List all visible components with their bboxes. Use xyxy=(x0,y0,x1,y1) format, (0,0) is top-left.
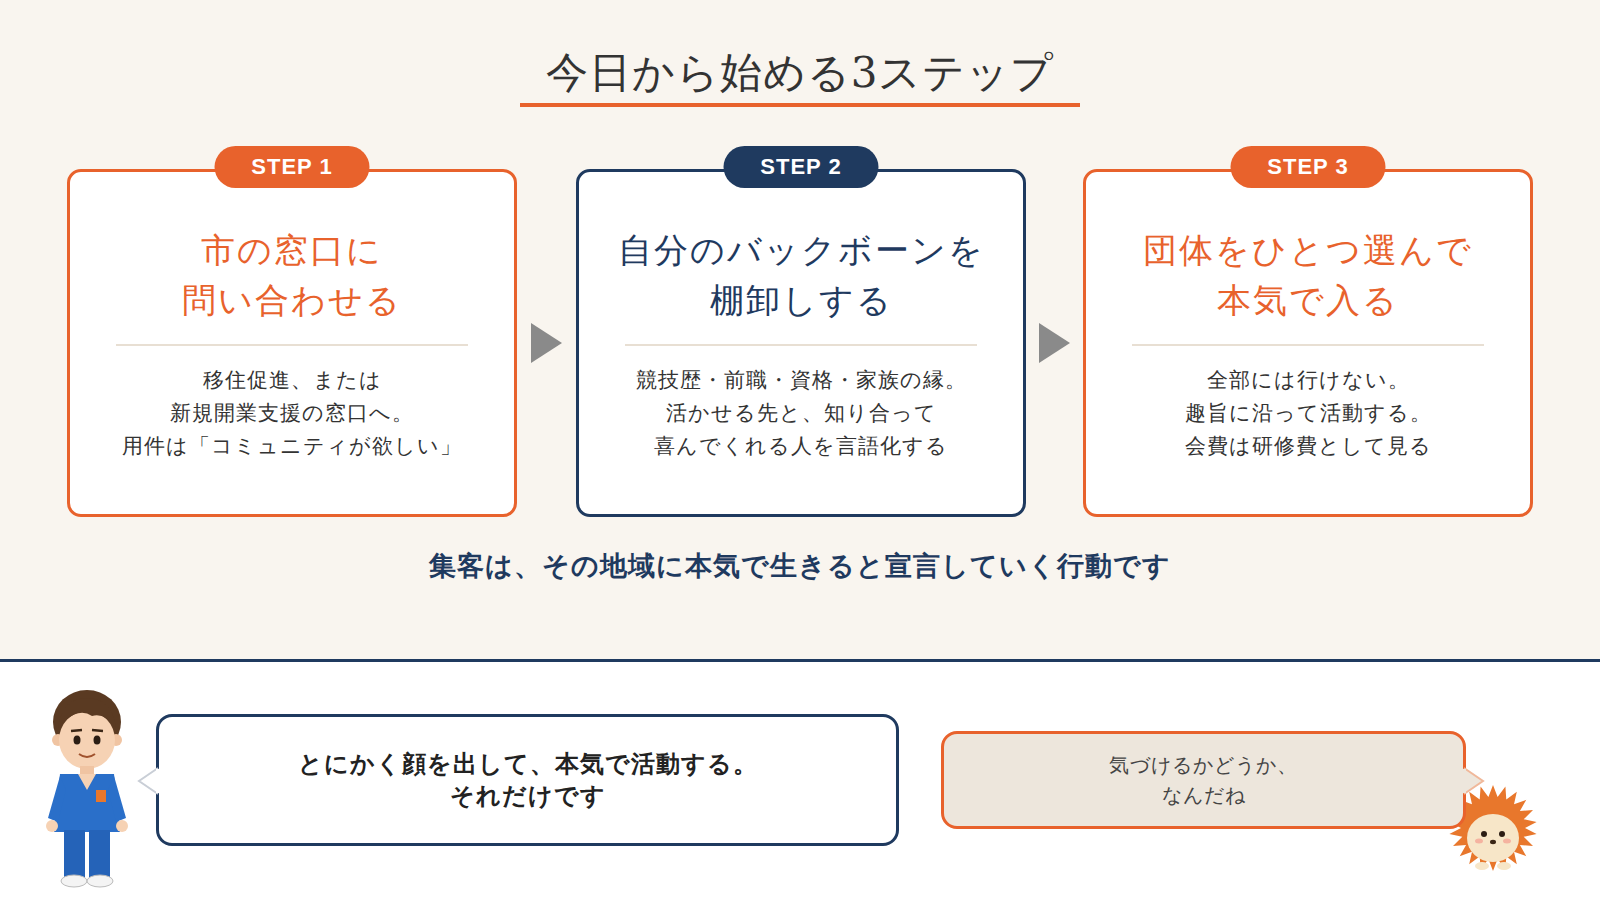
step-body: 移住促進、または 新規開業支援の窓口へ。 用件は「コミュニティが欲しい」 xyxy=(70,364,514,463)
cheek xyxy=(1503,839,1511,844)
doctor-character xyxy=(46,690,128,887)
step-box: STEP 2自分のバックボーンを 棚卸しする競技歴・前職・資格・家族の縁。 活か… xyxy=(576,169,1026,517)
step-badge: STEP 1 xyxy=(215,146,370,188)
foot xyxy=(1475,862,1489,870)
step-arrow xyxy=(517,323,576,363)
eye xyxy=(1481,831,1487,837)
connector-line xyxy=(517,342,576,345)
scrub-neck xyxy=(78,774,96,790)
title-underline xyxy=(520,103,1080,107)
arrow-head xyxy=(531,323,562,363)
shoe xyxy=(87,875,113,887)
hand xyxy=(46,820,58,832)
bubble-text: とにかく顔を出して、本気で活動する。 それだけです xyxy=(159,748,896,812)
step-body: 全部には行けない。 趣旨に沿って活動する。 会費は研修費として見る xyxy=(1086,364,1530,463)
section-divider xyxy=(0,659,1600,662)
heading-divider xyxy=(1132,344,1484,346)
neck xyxy=(80,766,94,774)
pocket-badge xyxy=(96,790,106,802)
speech-bubble: 気づけるかどうか、 なんだね xyxy=(941,731,1466,829)
bubble-text: 気づけるかどうか、 なんだね xyxy=(944,750,1463,810)
step-badge: STEP 2 xyxy=(724,146,879,188)
nose xyxy=(1490,840,1496,844)
shoe xyxy=(61,875,87,887)
hand xyxy=(116,820,128,832)
smile xyxy=(79,754,95,757)
eye xyxy=(1499,831,1505,837)
face xyxy=(59,711,115,769)
cheek xyxy=(1475,839,1483,844)
connector-line xyxy=(1026,342,1083,345)
step-heading: 自分のバックボーンを 棚卸しする xyxy=(579,225,1023,325)
step-heading: 市の窓口に 問い合わせる xyxy=(70,225,514,325)
heading-divider xyxy=(625,344,977,346)
step-box: STEP 3団体をひとつ選んで 本気で入る全部には行けない。 趣旨に沿って活動す… xyxy=(1083,169,1533,517)
speech-bubble: とにかく顔を出して、本気で活動する。 それだけです xyxy=(156,714,899,846)
eye xyxy=(74,736,81,745)
speech-tail xyxy=(1464,768,1483,794)
step-badge: STEP 3 xyxy=(1231,146,1386,188)
scrub-top xyxy=(54,774,120,832)
hedgehog-face xyxy=(1467,814,1519,862)
step-heading: 団体をひとつ選んで 本気で入る xyxy=(1086,225,1530,325)
foot xyxy=(1497,862,1511,870)
sleeve xyxy=(108,776,126,822)
slide-title: 今日から始める3ステップ xyxy=(0,42,1600,104)
eye xyxy=(94,736,101,745)
step-box: STEP 1市の窓口に 問い合わせる移住促進、または 新規開業支援の窓口へ。 用… xyxy=(67,169,517,517)
tagline-text: 集客は、その地域に本気で生きると宣言していく行動です xyxy=(0,547,1600,585)
leg xyxy=(89,830,110,878)
sleeve xyxy=(48,776,66,822)
arrow-head xyxy=(1039,323,1070,363)
leg xyxy=(64,830,85,878)
heading-divider xyxy=(116,344,468,346)
eyebrows xyxy=(71,730,103,731)
step-arrow xyxy=(1026,323,1083,363)
hair-fringe xyxy=(58,698,116,728)
step-body: 競技歴・前職・資格・家族の縁。 活かせる先と、知り合って 喜んでくれる人を言語化… xyxy=(579,364,1023,463)
